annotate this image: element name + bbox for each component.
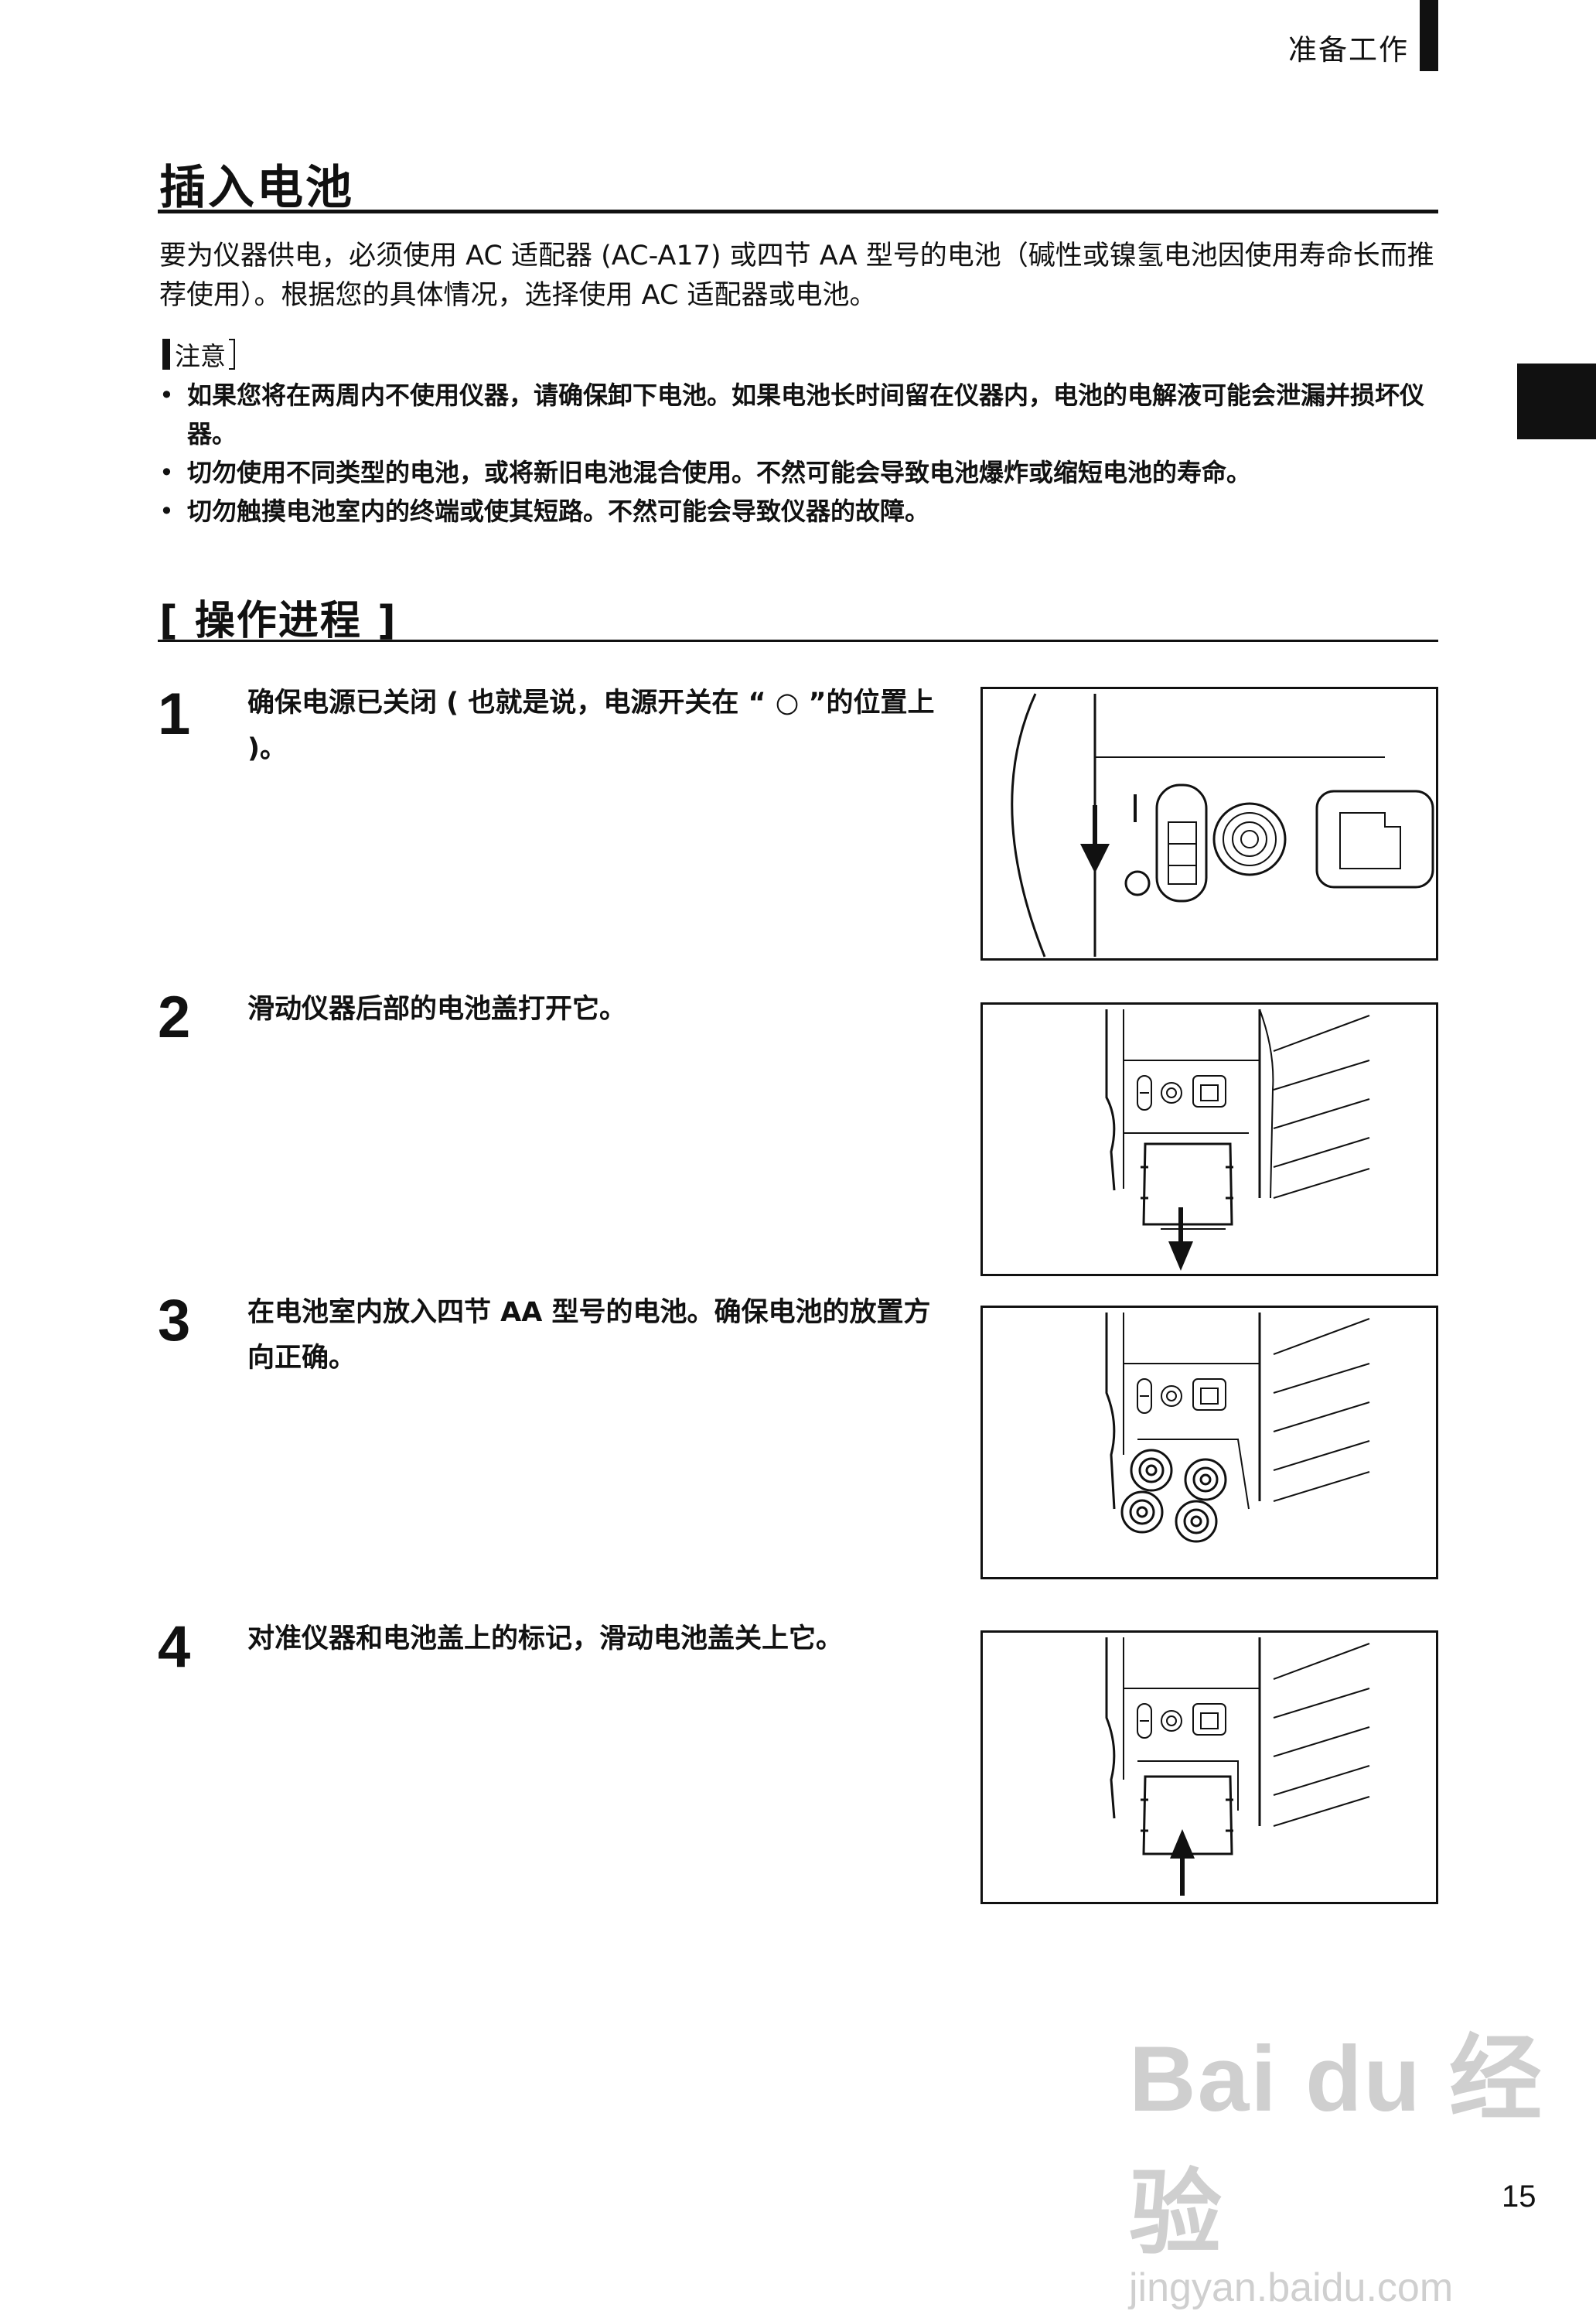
power-switch-illustration — [1011, 693, 1434, 958]
open-cover-illustration — [1105, 1009, 1370, 1271]
watermark-url: jingyan.baidu.com — [1129, 2265, 1454, 2310]
figure-power-switch — [980, 687, 1438, 961]
note-label-text: 注意 — [175, 341, 226, 371]
procedure-title: [ 操作进程 ] — [159, 598, 397, 644]
step-text: 滑动仪器后部的电池盖打开它。 — [247, 994, 627, 1025]
title-divider — [158, 210, 1438, 213]
page-number: 15 — [1502, 2180, 1536, 2214]
watermark-brand: Bai du 经验 — [1129, 2027, 1544, 2265]
step-number: 2 — [158, 985, 191, 1050]
step-text: 在电池室内放入四节 AA 型号的电池。确保电池的放置方向正确。 — [247, 1297, 931, 1374]
procedure-divider — [158, 640, 1438, 642]
watermark: Bai du 经验 jingyan.baidu.com — [1129, 2003, 1596, 2311]
step-text: 对准仪器和电池盖上的标记，滑动电池盖关上它。 — [247, 1623, 844, 1654]
note-list: 如果您将在两周内不使用仪器，请确保卸下电池。如果电池长时间留在仪器内，电池的电解… — [159, 376, 1458, 531]
step-number: 4 — [158, 1614, 191, 1680]
close-cover-illustration — [1105, 1637, 1370, 1896]
note-label: 注意 — [162, 336, 235, 373]
insert-batteries-illustration — [1105, 1313, 1370, 1543]
figure-close-cover — [980, 1630, 1438, 1904]
section-header: 准备工作 — [1288, 33, 1409, 67]
note-item: 如果您将在两周内不使用仪器，请确保卸下电池。如果电池长时间留在仪器内，电池的电解… — [159, 376, 1458, 453]
figure-insert-batteries — [980, 1306, 1438, 1579]
header-marker-bar — [1420, 0, 1438, 71]
note-item: 切勿触摸电池室内的终端或使其短路。不然可能会导致仪器的故障。 — [159, 492, 1458, 531]
note-item: 切勿使用不同类型的电池，或将新旧电池混合使用。不然可能会导致电池爆炸或缩短电池的… — [159, 453, 1458, 492]
step-text: 确保电源已关闭 ( 也就是说，电源开关在 “ ○ ”的位置上 )。 — [247, 688, 935, 764]
step-number: 1 — [158, 681, 191, 747]
intro-paragraph: 要为仪器供电，必须使用 AC 适配器 (AC-A17) 或四节 AA 型号的电池… — [159, 241, 1434, 311]
chapter-side-tab — [1517, 364, 1596, 439]
note-bracket-icon — [229, 339, 235, 370]
page-title: 插入电池 — [159, 161, 354, 215]
figure-open-cover — [980, 1002, 1438, 1276]
step-number: 3 — [158, 1288, 191, 1353]
note-marker-icon — [162, 339, 170, 370]
